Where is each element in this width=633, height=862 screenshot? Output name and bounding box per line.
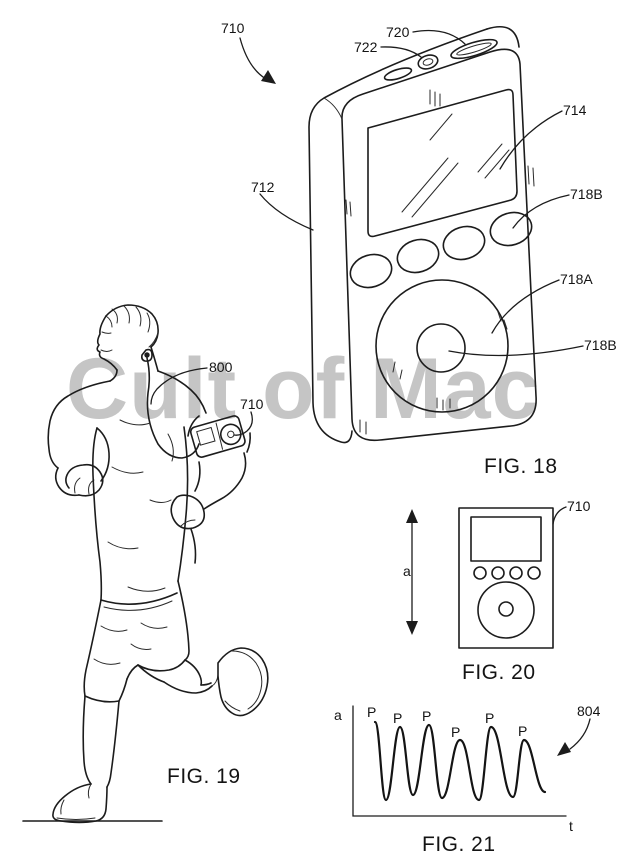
case-hatching: [345, 89, 535, 435]
watermark: Cult of Mac: [66, 341, 541, 437]
fig18-device-housing: [308, 25, 537, 444]
runner-torso-arms: [47, 357, 247, 611]
fig18-click-wheel: [375, 279, 509, 413]
fig18-leaders: [239, 29, 584, 357]
ref-label-718B-bottom: 718B: [584, 337, 617, 353]
fig19-leaders: [150, 367, 253, 436]
fig18-buttons: [349, 211, 533, 289]
peak-label: P: [367, 704, 376, 720]
armband-device: [187, 415, 251, 458]
runner-head: [96, 304, 159, 382]
fig18-caption: FIG. 18: [484, 455, 558, 478]
ref-label-718B-top: 718B: [570, 186, 603, 202]
ref-label-710-armband: 710: [240, 396, 264, 412]
peak-label: P: [451, 724, 460, 740]
shirt-wrinkles: [107, 419, 174, 592]
ref-label-720: 720: [386, 24, 410, 40]
x-axis-label: t: [569, 818, 573, 834]
axes: [352, 705, 567, 817]
ref-label-712: 712: [251, 179, 275, 195]
runner-shorts: [83, 580, 190, 703]
peak-label: P: [485, 710, 494, 726]
fig20-device: [458, 507, 554, 649]
fig18-top-controls: [383, 38, 498, 81]
ref-label-710-fig20: 710: [567, 498, 591, 514]
fig19-caption: FIG. 19: [167, 765, 241, 788]
fig20: a 710 FIG. 20: [403, 498, 591, 684]
dimension-label-a: a: [403, 563, 411, 579]
ref-label-800: 800: [209, 359, 233, 375]
fig18-display: [367, 88, 518, 238]
peak-label: P: [393, 710, 402, 726]
ref-label-710: 710: [221, 20, 245, 36]
acceleration-waveform: [373, 720, 547, 802]
fig20-caption: FIG. 20: [462, 661, 536, 684]
hair-strokes: [105, 305, 159, 348]
ref-label-804: 804: [577, 703, 601, 719]
fig21-caption: FIG. 21: [422, 833, 496, 856]
wheel-shading: [392, 311, 508, 411]
display-glare-lines: [401, 113, 510, 218]
dimension-arrow: [406, 509, 418, 635]
headset-cord: [146, 357, 200, 459]
ref-label-718A: 718A: [560, 271, 593, 287]
ref-label-722: 722: [354, 39, 378, 55]
peak-label: P: [422, 708, 431, 724]
fig21: a t P P P P P P 804 FIG. 21: [334, 703, 601, 856]
fig19: 800 710 FIG. 19: [22, 304, 269, 824]
fig18: 710 720 722 714 718B 712 718A 718B FIG. …: [221, 20, 617, 478]
runner-front-leg: [52, 695, 120, 824]
earbud-icon: [144, 352, 150, 358]
shorts-wrinkles: [93, 622, 168, 665]
peak-label: P: [518, 723, 527, 739]
y-axis-label: a: [334, 707, 342, 723]
ref-label-714: 714: [563, 102, 587, 118]
runner-back-leg: [137, 647, 269, 717]
